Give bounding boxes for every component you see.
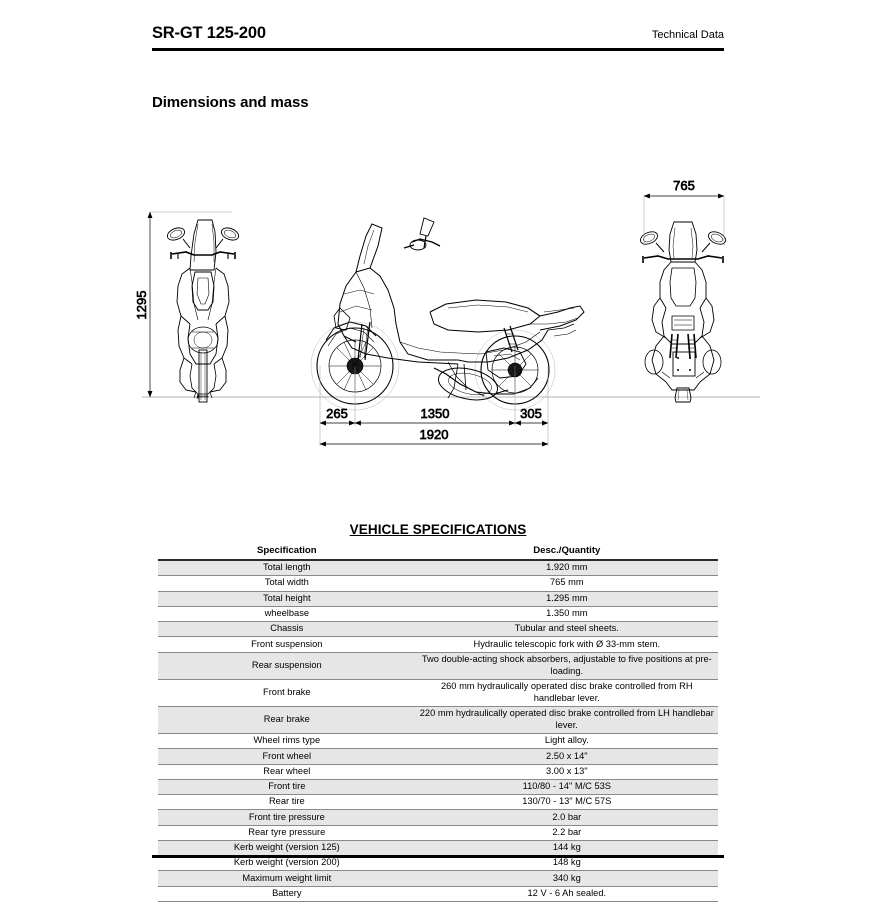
spec-name-cell: Chassis [158,621,416,638]
spec-value-cell: 260 mm hydraulically operated disc brake… [415,679,718,707]
spec-name-cell: Kerb weight (version 200) [158,855,416,872]
dimension-wheelbase-label: 1350 [421,406,450,421]
vehicle-specifications-section: VEHICLE SPECIFICATIONS Specification Des… [158,522,718,902]
technical-data-page: SR-GT 125-200 Technical Data Dimensions … [0,24,876,902]
column-header-description: Desc./Quantity [415,544,718,561]
footer-divider [152,855,724,858]
spec-name-cell: Rear suspension [158,652,416,680]
document-subtitle: Technical Data [651,29,724,41]
dimension-front-overhang-label: 265 [326,406,348,421]
spec-name-cell: Wheel rims type [158,733,416,750]
dimension-drawings: 1295 765 [0,150,876,460]
spec-value-cell: 1.295 mm [415,591,718,607]
table-header-row: Specification Desc./Quantity [158,544,718,561]
spec-value-cell: 765 mm [415,575,718,592]
spec-name-cell: Battery [158,886,416,902]
front-view-drawing [166,219,240,403]
spec-name-cell: Rear brake [158,706,416,735]
spec-name-cell: Maximum weight limit [158,870,416,887]
section-heading: Dimensions and mass [152,94,309,111]
spec-name-cell: Rear tire [158,794,416,811]
spec-name-cell: Front wheel [158,748,416,765]
spec-value-cell: 2.2 bar [415,825,718,841]
spec-name-cell: wheelbase [158,606,416,623]
dimension-height-label: 1295 [134,291,149,320]
specs-title: VEHICLE SPECIFICATIONS [349,522,527,537]
dimension-height [147,211,232,398]
spec-value-cell: 2.50 x 14" [415,748,718,765]
rear-view-drawing [640,221,726,403]
spec-value-cell: Hydraulic telescopic fork with Ø 33-mm s… [415,636,718,653]
document-header: SR-GT 125-200 Technical Data [152,24,724,43]
dimension-rear-overhang-label: 305 [520,406,542,421]
spec-name-cell: Total height [158,591,416,607]
spec-value-cell: 1.920 mm [415,560,718,577]
table-row: Kerb weight (version 200)148 kg [158,855,718,872]
side-view-drawing [310,217,585,411]
spec-value-cell: 2.0 bar [415,809,718,826]
spec-value-cell: Tubular and steel sheets. [415,621,718,638]
spec-value-cell: 3.00 x 13" [415,764,718,780]
spec-name-cell: Total width [158,575,416,592]
spec-name-cell: Kerb weight (version 125) [158,840,416,857]
spec-value-cell: 130/70 - 13" M/C 57S [415,794,718,811]
spec-value-cell: 148 kg [415,855,718,872]
header-divider [152,48,724,51]
dimension-total-length-label: 1920 [420,427,449,442]
spec-value-cell: 12 V - 6 Ah sealed. [415,886,718,902]
spec-value-cell: Two double-acting shock absorbers, adjus… [415,652,718,680]
spec-value-cell: 340 kg [415,870,718,887]
column-header-specification: Specification [158,544,416,561]
spec-name-cell: Front tire [158,779,416,796]
page-title: SR-GT 125-200 [152,24,266,42]
table-row: Kerb weight (version 125)144 kg [158,840,718,857]
dimension-width [643,193,725,246]
specifications-table: Specification Desc./Quantity Total lengt… [158,544,718,902]
spec-name-cell: Rear wheel [158,764,416,780]
spec-value-cell: 144 kg [415,840,718,857]
spec-name-cell: Total length [158,560,416,577]
spec-name-cell: Front tire pressure [158,809,416,826]
spec-name-cell: Rear tyre pressure [158,825,416,841]
spec-value-cell: 220 mm hydraulically operated disc brake… [415,706,718,735]
spec-name-cell: Front suspension [158,636,416,653]
spec-value-cell: Light alloy. [415,733,718,750]
spec-value-cell: 110/80 - 14" M/C 53S [415,779,718,796]
spec-name-cell: Front brake [158,679,416,707]
spec-value-cell: 1.350 mm [415,606,718,623]
dimension-width-label: 765 [673,178,695,193]
